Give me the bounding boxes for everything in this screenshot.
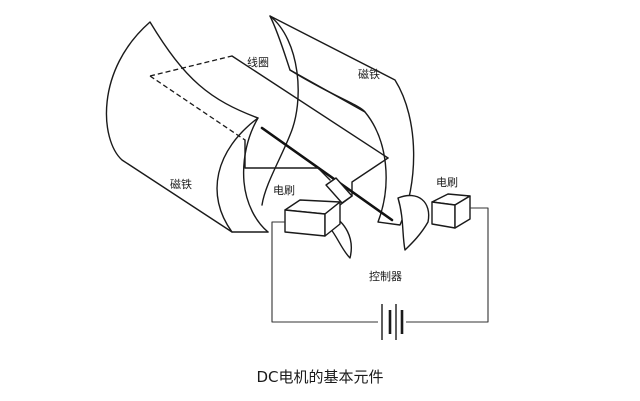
battery: [381, 304, 404, 340]
label-controller: 控制器: [369, 269, 402, 283]
label-coil: 线圈: [247, 55, 269, 69]
commutator: [325, 177, 430, 259]
label-magnet-left: 磁铁: [170, 178, 192, 191]
coil: [149, 55, 394, 222]
figure-caption: DC电机的基本元件: [256, 368, 383, 386]
right-brush: [431, 193, 471, 229]
left-magnet: [105, 21, 269, 233]
label-brush-left: 电刷: [273, 184, 295, 197]
right-magnet: [261, 15, 415, 226]
label-brush-right: 电刷: [436, 176, 458, 189]
left-brush: [284, 199, 341, 237]
circuit-wires: [271, 207, 489, 323]
label-magnet-right: 磁铁: [358, 68, 380, 81]
